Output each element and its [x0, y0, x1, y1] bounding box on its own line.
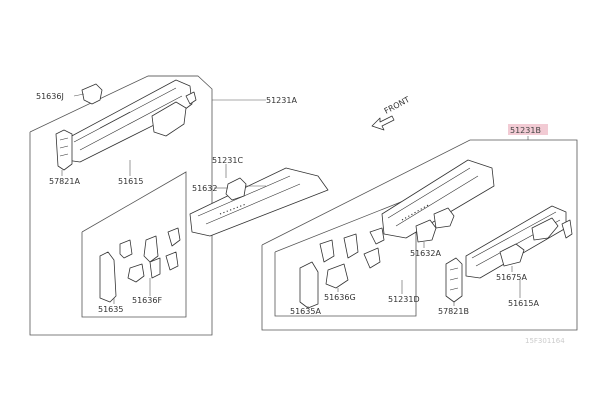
part-51231c-rail	[189, 167, 329, 237]
label-51231b-highlight	[508, 124, 548, 135]
part-51635a	[299, 261, 319, 309]
part-51231d-rail	[381, 159, 495, 239]
label-51635a: 51635A	[290, 307, 321, 316]
part-51632	[225, 177, 247, 201]
part-51636f	[143, 235, 159, 263]
label-51632a: 51632A	[410, 249, 441, 258]
corner-code: 15F301164	[525, 337, 565, 345]
part-57821a	[55, 129, 73, 171]
label-51231a: 51231A	[266, 96, 297, 105]
label-51231b: 51231B	[510, 126, 541, 135]
label-51615: 51615	[118, 177, 143, 186]
label-51632: 51632	[192, 184, 217, 193]
label-51675a: 51675A	[496, 273, 527, 282]
part-51636g	[325, 263, 349, 289]
leader-lines	[61, 93, 529, 308]
part-51675a	[499, 243, 525, 267]
label-51636g: 51636G	[324, 293, 356, 302]
label-51231c: 51231C	[212, 156, 243, 165]
part-51615-rail	[65, 79, 193, 163]
frame-51231d	[274, 195, 417, 317]
part-clip-a	[185, 91, 197, 105]
frame-51231c	[81, 171, 187, 318]
frame-51231b	[261, 139, 578, 331]
front-arrow: FRONT	[371, 95, 411, 131]
label-51231d: 51231D	[388, 295, 420, 304]
part-51635	[99, 251, 117, 303]
part-57821b	[445, 257, 463, 303]
label-51615a: 51615A	[508, 299, 539, 308]
label-51636f: 51636F	[132, 296, 162, 305]
part-51636j	[81, 83, 103, 105]
front-arrow-label: FRONT	[383, 95, 411, 116]
part-51632a	[415, 219, 437, 243]
part-51615a-rail	[465, 205, 567, 279]
label-51635: 51635	[98, 305, 123, 314]
label-57821b: 57821B	[438, 307, 469, 316]
label-57821a: 57821A	[49, 177, 80, 186]
label-51636j: 51636J	[36, 92, 64, 101]
